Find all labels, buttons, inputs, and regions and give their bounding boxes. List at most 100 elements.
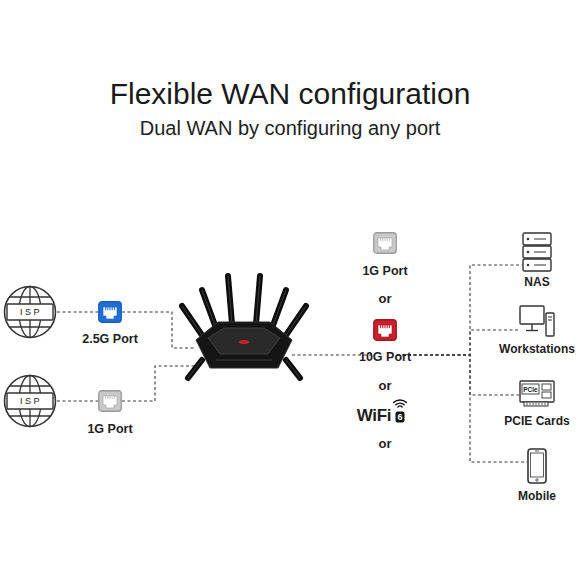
port-pin xyxy=(105,307,106,310)
workstation-device-icon xyxy=(519,305,555,337)
antenna-highlight xyxy=(284,306,306,338)
ethernet-port-icon xyxy=(373,232,397,254)
port-pin xyxy=(105,396,106,399)
dashed-connector xyxy=(57,400,98,401)
ethernet-port-outline xyxy=(373,232,397,254)
card-contact xyxy=(542,403,543,406)
ethernet-port-outline xyxy=(98,390,122,412)
isp-globe: ISP xyxy=(3,374,57,428)
port-body xyxy=(374,320,397,341)
monitor xyxy=(520,306,544,324)
tower-slot xyxy=(548,317,552,318)
card-label-box xyxy=(522,384,539,394)
or-text: or xyxy=(379,378,392,393)
card-label: PCIe xyxy=(522,384,539,394)
monitor-base xyxy=(526,330,538,331)
port-label: 2.5G Port xyxy=(82,332,138,347)
router-antenna xyxy=(272,290,286,328)
port-pin xyxy=(114,307,115,310)
tower-slot xyxy=(548,320,552,321)
card-connector xyxy=(524,402,548,406)
card-contact xyxy=(539,403,540,406)
port-pin xyxy=(109,307,110,310)
port-pin xyxy=(385,325,386,328)
dashed-connector xyxy=(57,311,98,312)
port-pin xyxy=(385,238,386,241)
nas-slot xyxy=(534,239,546,240)
workstation-device-outline xyxy=(519,305,555,337)
globe-parallel xyxy=(9,385,50,386)
phone-speaker xyxy=(535,451,539,452)
nas-bay xyxy=(523,233,551,245)
ethernet-port-icon xyxy=(98,301,122,323)
nas-device-icon xyxy=(522,232,552,272)
pc-tower xyxy=(546,313,554,336)
port-pin xyxy=(387,238,388,241)
ethernet-port-icon xyxy=(98,390,122,412)
dashed-connector xyxy=(397,355,519,395)
antenna-highlight xyxy=(272,290,286,328)
port-pin xyxy=(384,325,385,328)
or-text: or xyxy=(379,291,392,306)
device-label: Workstations xyxy=(499,342,575,357)
port-body xyxy=(374,233,397,254)
nas-device-outline xyxy=(522,232,552,272)
router-antenna xyxy=(256,276,260,324)
router-outline xyxy=(196,282,292,374)
nas-slot xyxy=(534,252,546,253)
router-vent xyxy=(216,360,272,361)
isp-globe-icon: ISP xyxy=(3,285,57,339)
wifi-generation-badge: 6 xyxy=(395,412,404,423)
port-pin xyxy=(389,325,390,328)
port-pin xyxy=(382,325,383,328)
card-contact xyxy=(536,403,537,406)
port-pin xyxy=(387,325,388,328)
ethernet-port-outline xyxy=(373,319,397,341)
mobile-device-outline xyxy=(527,448,547,484)
router-antenna xyxy=(228,276,232,324)
ethernet-port-outline xyxy=(98,301,122,323)
wifi-arc xyxy=(396,403,404,405)
ethernet-port-icon xyxy=(373,319,397,341)
nas-slot xyxy=(534,265,546,266)
router-antenna xyxy=(182,306,204,338)
workstation-device: Workstations xyxy=(519,305,555,357)
port-body xyxy=(99,391,122,412)
port-body xyxy=(99,302,122,323)
antenna-highlight xyxy=(228,276,232,324)
nas-led xyxy=(527,264,530,267)
port-pin xyxy=(110,396,111,399)
mobile-device: Mobile xyxy=(527,448,547,504)
nas-bay xyxy=(523,246,551,258)
router-logo xyxy=(239,340,249,344)
globe-parallel xyxy=(9,415,50,416)
globe-parallel xyxy=(9,326,50,327)
router-antenna xyxy=(286,360,300,378)
subtitle: Dual WAN by configuring any port xyxy=(140,116,441,140)
wifi-logo-text: WiFi xyxy=(357,406,392,426)
isp-text: ISP xyxy=(3,374,57,428)
phone-body xyxy=(528,449,546,483)
port-pin xyxy=(380,238,381,241)
card-contact xyxy=(530,403,531,406)
isp-text: ISP xyxy=(3,285,57,339)
port-label: 1G Port xyxy=(87,422,132,437)
wifi-signal-symbol xyxy=(394,400,407,407)
port-pin xyxy=(107,307,108,310)
port-label: 10G Port xyxy=(359,350,411,365)
router xyxy=(196,282,292,374)
pcie-card-device-icon: PCIe xyxy=(519,380,555,408)
antenna-highlight xyxy=(256,276,260,324)
port-jack xyxy=(103,396,117,408)
port-pin xyxy=(382,238,383,241)
isp-globe-icon: ISP xyxy=(3,374,57,428)
wifi-arc xyxy=(394,400,407,403)
router-top-face xyxy=(208,328,280,354)
port-pin xyxy=(114,396,115,399)
port-pin xyxy=(110,307,111,310)
antenna-highlight xyxy=(182,306,204,338)
card-contact xyxy=(545,403,546,406)
nas-device: NAS xyxy=(522,232,552,290)
wifi-arc xyxy=(398,405,402,407)
antenna-highlight xyxy=(188,360,202,378)
